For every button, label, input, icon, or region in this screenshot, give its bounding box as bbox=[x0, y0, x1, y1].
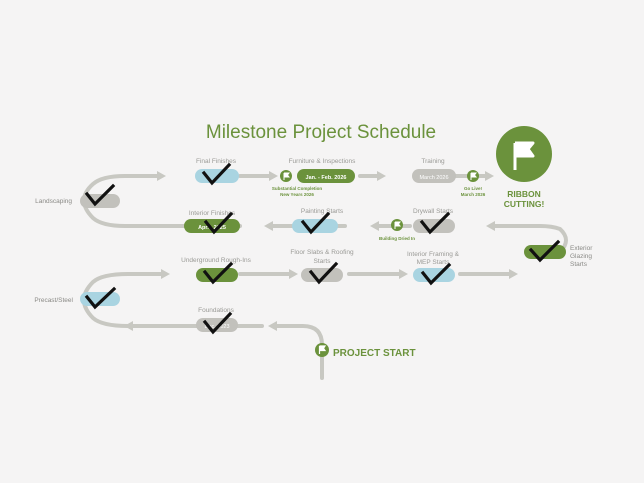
milestone-interior-framing-mep: Interior Framing & MEP Starts bbox=[407, 251, 460, 282]
milestone-label: Painting Starts bbox=[301, 208, 344, 215]
milestone-pill bbox=[412, 169, 456, 183]
flag-label-line1: Substantial Completion bbox=[272, 186, 323, 191]
milestone-label-line2: MEP Starts bbox=[417, 259, 451, 266]
flag-icon bbox=[283, 172, 290, 180]
milestone-label: Furniture & Inspections bbox=[289, 158, 357, 165]
flag-substantial-completion: Substantial Completion New Years 2026 bbox=[272, 170, 323, 197]
check-icon-drywall-starts bbox=[419, 211, 451, 235]
flag-go-live: Go Live! March 2026 bbox=[461, 170, 486, 197]
check-icon-landscaping bbox=[84, 183, 116, 207]
milestone-label: Underground Rough-Ins bbox=[181, 257, 251, 264]
milestone-label: Landscaping bbox=[35, 198, 72, 205]
milestone-painting-starts: Painting Starts bbox=[292, 208, 344, 233]
milestone-furniture-inspections: Furniture & Inspections Jan. - Feb. 2026 bbox=[289, 158, 357, 183]
milestone-label: Interior Finishes bbox=[189, 210, 236, 217]
project-start-label: PROJECT START bbox=[333, 348, 416, 359]
milestone-pill-text: Jan. - Feb. 2026 bbox=[306, 175, 347, 181]
project-start-marker: PROJECT START bbox=[315, 343, 416, 359]
check-icon-interior-framing-mep bbox=[420, 262, 452, 286]
check-icon-exterior-glazing bbox=[528, 239, 561, 263]
milestone-pill-text: March 2026 bbox=[419, 175, 448, 181]
milestone-label: Precast/Steel bbox=[34, 297, 73, 304]
flag-label-line2: New Years 2026 bbox=[280, 192, 314, 197]
flag-label-line1: Go Live! bbox=[464, 186, 483, 191]
milestone-label: Training bbox=[421, 158, 445, 165]
finish-label-line2: CUTTING! bbox=[504, 199, 545, 209]
milestone-label: Final Finishes bbox=[196, 158, 237, 165]
check-icon-underground-rough-ins bbox=[202, 261, 234, 285]
milestone-pill bbox=[297, 169, 355, 183]
milestone-landscaping: Landscaping bbox=[35, 194, 120, 208]
milestone-label-line3: Starts bbox=[570, 261, 588, 268]
milestone-pill bbox=[184, 219, 240, 233]
flag-icon bbox=[470, 172, 477, 180]
page-title: Milestone Project Schedule bbox=[206, 122, 436, 143]
milestone-label-line1: Interior Framing & bbox=[407, 251, 460, 258]
check-icon-final-finishes bbox=[201, 162, 232, 186]
flag-label: Building Dried In bbox=[379, 236, 415, 241]
flag-building-dried-in: Building Dried In bbox=[379, 219, 415, 241]
start-flag-icon bbox=[318, 345, 327, 354]
finish-label-line1: RIBBON bbox=[507, 189, 541, 199]
flag-icon bbox=[394, 221, 401, 229]
check-icon-floor-slabs-roofing bbox=[308, 261, 339, 285]
milestone-label: Foundations bbox=[198, 307, 235, 314]
flag-label-line2: March 2026 bbox=[461, 192, 486, 197]
path-arrowheads bbox=[124, 171, 518, 331]
finish-flag-icon bbox=[513, 141, 535, 170]
milestone-exterior-glazing: Exterior Glazing Starts bbox=[524, 245, 593, 268]
check-icon-painting-starts bbox=[300, 211, 331, 235]
completion-checkmarks bbox=[84, 162, 561, 335]
milestone-label-line2: Glazing bbox=[570, 253, 592, 260]
milestone-label-line2: Starts bbox=[314, 258, 332, 265]
milestone-label-line1: Exterior bbox=[570, 245, 593, 252]
milestone-training: Training March 2026 bbox=[412, 158, 456, 183]
milestone-label-line1: Floor Slabs & Roofing bbox=[290, 249, 354, 256]
check-icon-foundations bbox=[202, 311, 233, 335]
milestone-label: Drywall Starts bbox=[413, 208, 454, 215]
check-icon-interior-finishes bbox=[203, 211, 234, 235]
ribbon-cutting-marker: RIBBON CUTTING! bbox=[496, 126, 552, 209]
check-icon-precast-steel bbox=[84, 286, 117, 310]
